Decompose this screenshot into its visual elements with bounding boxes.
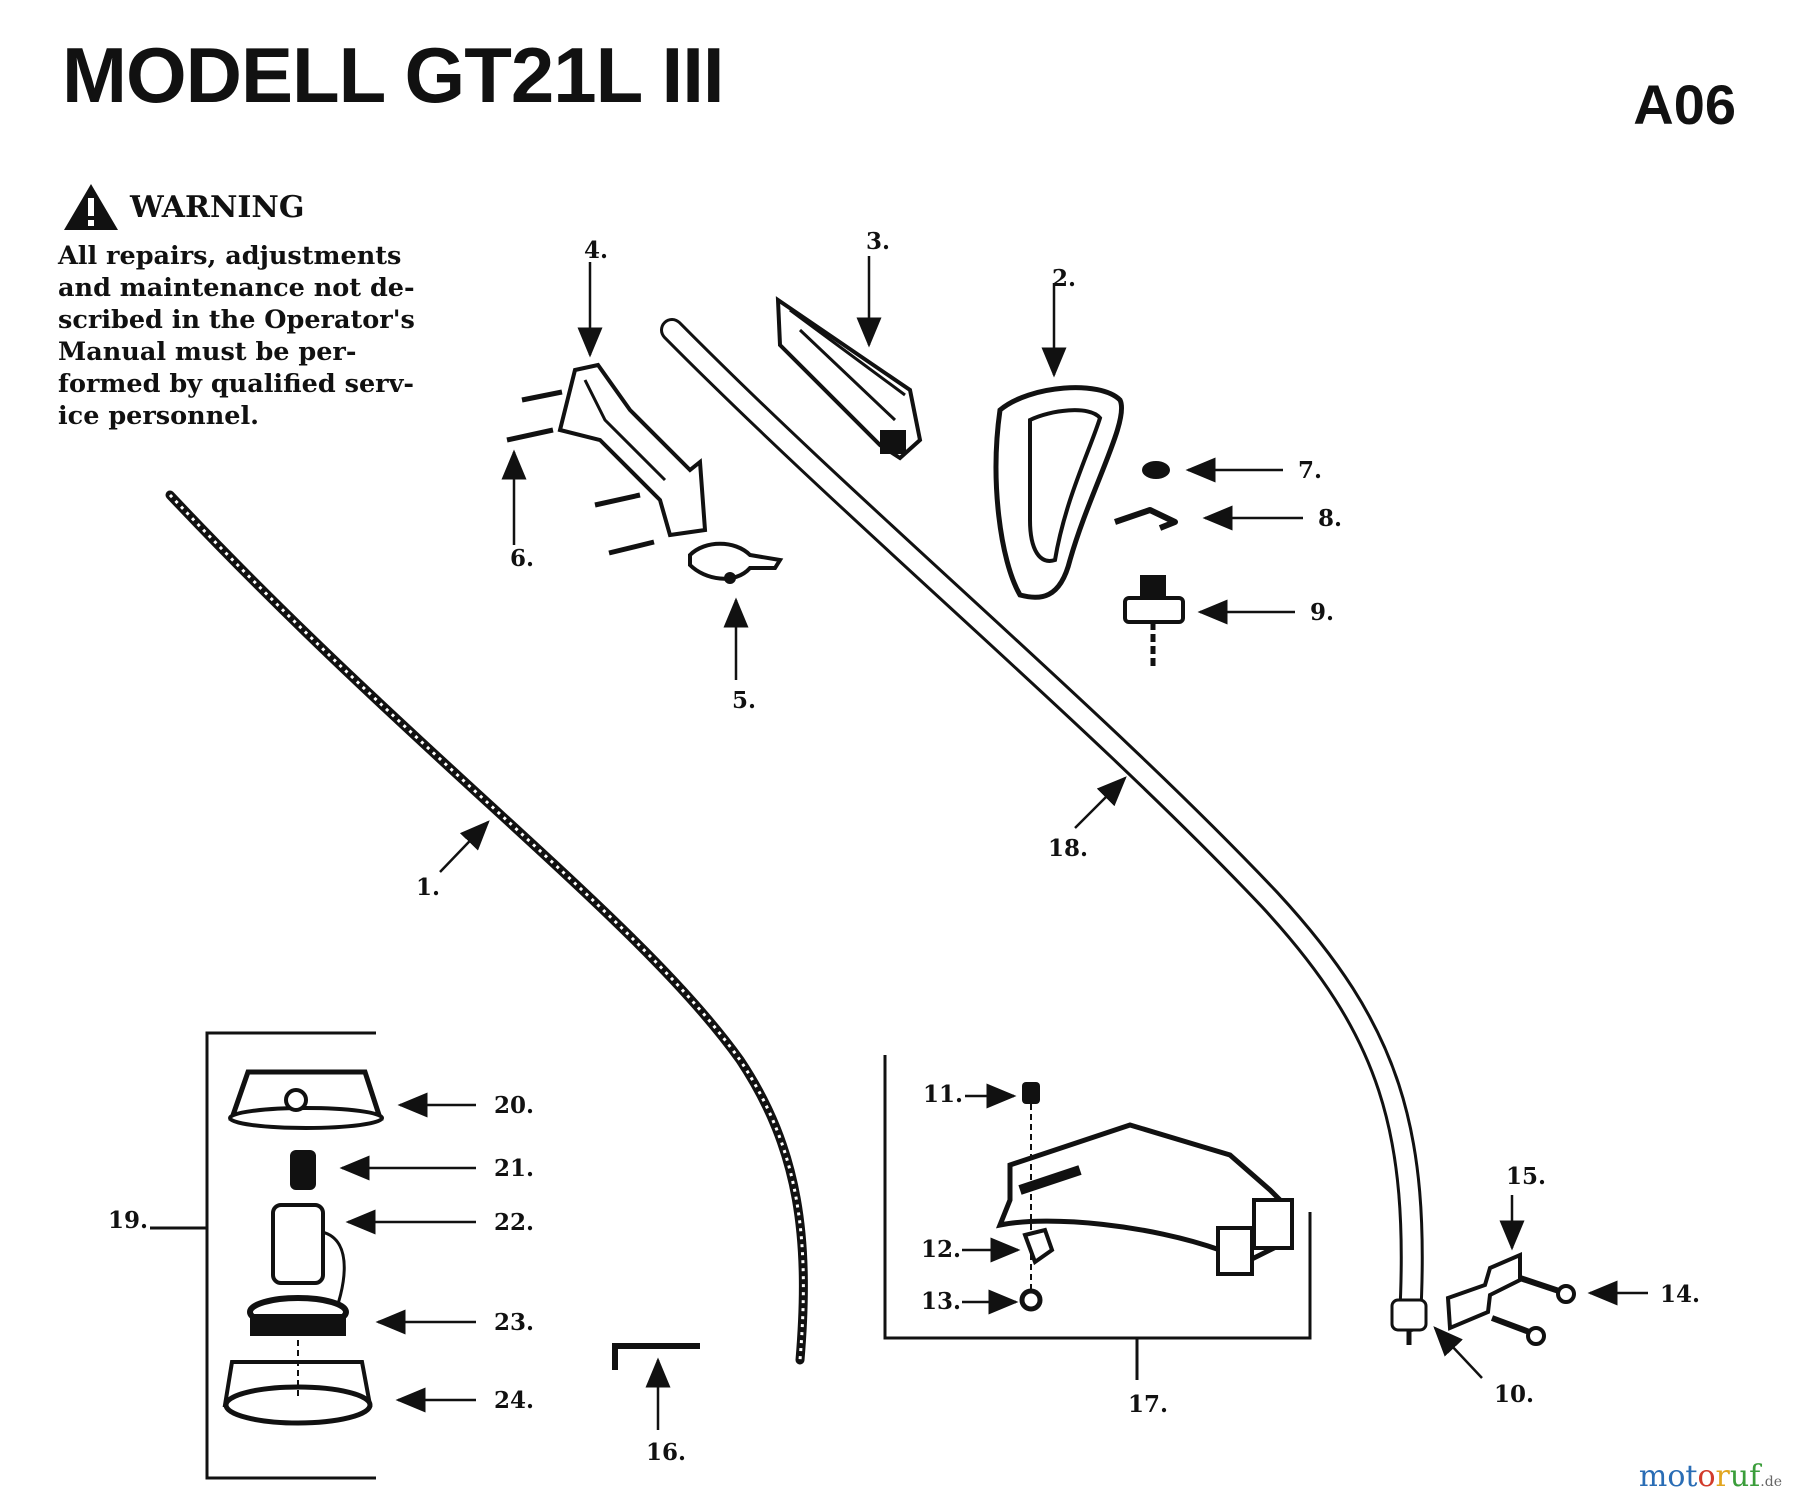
warning-heading: WARNING — [62, 182, 304, 232]
callout-labels: 1. 2. 3. 4. 5. 6. 7. 8. 9. 10. 11. 12. 1… — [108, 228, 1700, 1466]
callout-6: 6. — [510, 545, 534, 572]
callout-19: 19. — [108, 1207, 148, 1234]
callout-20: 20. — [494, 1092, 534, 1119]
part-bolts-14 — [1490, 1275, 1576, 1346]
callout-16: 16. — [646, 1439, 686, 1466]
warning-text: All repairs, adjustments and maintenance… — [58, 240, 428, 432]
warning-line: All repairs, adjustments — [58, 241, 402, 271]
callout-11: 11. — [923, 1081, 963, 1108]
warning-triangle-icon — [64, 184, 118, 230]
warning-line: Manual must be per- — [58, 337, 357, 367]
part-nut-7 — [1142, 461, 1170, 479]
callout-4: 4. — [584, 237, 608, 264]
part-wing-knob — [688, 541, 784, 584]
callout-22: 22. — [494, 1209, 534, 1236]
callout-5: 5. — [732, 687, 756, 714]
callout-15: 15. — [1506, 1163, 1546, 1190]
model-title: MODELL GT21L III — [62, 31, 725, 119]
callout-23: 23. — [494, 1309, 534, 1336]
part-clamp-15 — [1445, 1251, 1522, 1331]
part-screws-6 — [506, 389, 655, 556]
part-knob-9 — [1123, 575, 1185, 668]
part-guard-group-17 — [883, 1055, 1312, 1380]
callout-12: 12. — [921, 1236, 961, 1263]
callout-9: 9. — [1310, 599, 1334, 626]
watermark-logo: motoruf.de — [1638, 1459, 1782, 1494]
part-handle-grip — [775, 296, 923, 461]
part-spring-21 — [290, 1150, 316, 1190]
part-trimmer-head-group-19 — [150, 1031, 384, 1480]
part-loop-handle — [993, 385, 1124, 600]
page-code: A06 — [1633, 73, 1736, 136]
warning-line: scribed in the Operator's — [58, 305, 415, 335]
callout-18: 18. — [1048, 835, 1088, 862]
part-drive-cable — [165, 490, 808, 1365]
part-hub-22 — [271, 1203, 325, 1285]
warning-line: formed by qualified serv- — [58, 369, 415, 399]
callout-7: 7. — [1298, 457, 1322, 484]
warning-line: and maintenance not de- — [58, 273, 415, 303]
callout-24: 24. — [494, 1387, 534, 1414]
callout-14: 14. — [1660, 1281, 1700, 1308]
callout-13: 13. — [921, 1288, 961, 1315]
callout-10: 10. — [1494, 1381, 1534, 1408]
warning-line: ice personnel. — [58, 401, 260, 431]
callout-17: 17. — [1128, 1391, 1168, 1418]
callout-3: 3. — [866, 228, 890, 255]
callout-1: 1. — [416, 874, 440, 901]
warning-title: WARNING — [130, 189, 305, 225]
part-shaft-tube — [660, 318, 1428, 1345]
callout-8: 8. — [1318, 505, 1342, 532]
part-bolt-11 — [1022, 1082, 1040, 1104]
leader-arrows — [339, 256, 1648, 1430]
callout-2: 2. — [1052, 265, 1076, 292]
part-clip-8 — [1114, 507, 1178, 531]
part-front-handle — [557, 362, 708, 538]
callout-21: 21. — [494, 1155, 534, 1182]
part-bracket-16 — [612, 1343, 700, 1370]
